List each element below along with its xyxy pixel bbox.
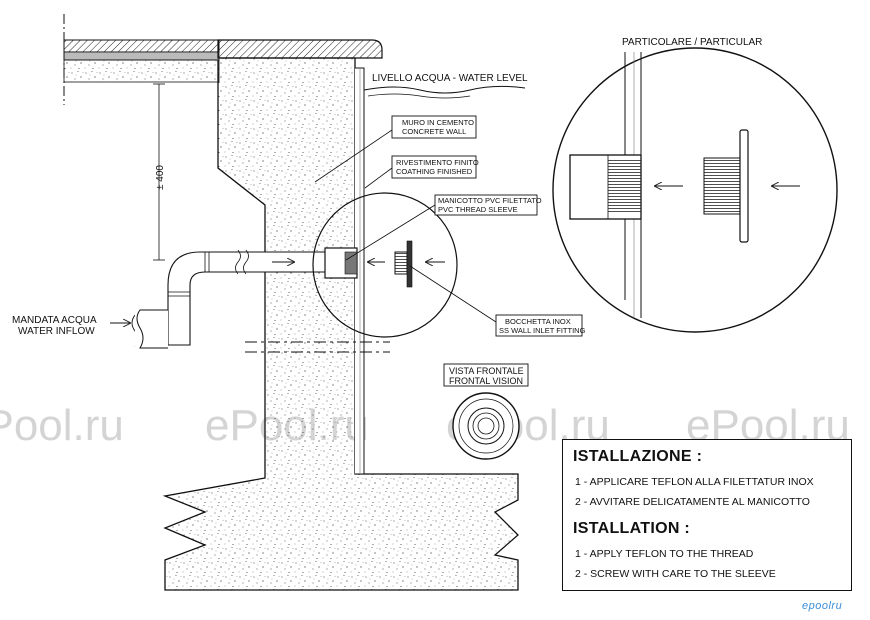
deck-paving (63, 39, 220, 53)
watermark-text: ePool.ru (0, 401, 124, 450)
particular-label: PARTICOLARE / PARTICULAR (622, 37, 762, 48)
concrete-wall-box (391, 115, 477, 139)
concrete-wall-label-en: CONCRETE WALL (402, 127, 466, 136)
frontal-fitting (452, 392, 520, 460)
water-inflow-label-it: MANDATA ACQUA (12, 315, 97, 326)
inlet-fitting-box (495, 314, 583, 337)
sleeve-label-en: PVC THREAD SLEEVE (438, 205, 517, 214)
brand-logo: epoolru (802, 600, 843, 612)
installation-instructions: ISTALLAZIONE : 1 - APPLICARE TEFLON ALLA… (562, 439, 852, 591)
inflow-pipe (167, 251, 330, 346)
coating-label-en: COATHING FINISHED (396, 167, 473, 176)
coating-box (391, 155, 477, 179)
coping-stone (217, 39, 383, 59)
concrete-wall (162, 57, 519, 591)
coating-label-it: RIVESTIMENTO FINITO (396, 158, 479, 167)
sleeve-label-it: MANICOTTO PVC FILETTATO (438, 196, 542, 205)
frontal-vision-label-en: FRONTAL VISION (449, 376, 523, 386)
instructions-step-it-1: 1 - APPLICARE TEFLON ALLA FILETTATUR INO… (575, 476, 814, 488)
instructions-title-en: ISTALLATION : (573, 520, 691, 537)
inlet-fitting-detail (703, 157, 741, 215)
inlet-fitting-label-en: SS WALL INLET FITTING (499, 326, 586, 335)
coating-layer (355, 67, 365, 475)
inlet-fitting-small (394, 251, 408, 275)
instructions-step-it-2: 2 - AVVITARE DELICATAMENTE AL MANICOTTO (575, 496, 810, 508)
water-inflow-label-en: WATER INFLOW (18, 326, 95, 337)
instructions-title-it: ISTALLAZIONE : (573, 448, 703, 465)
dimension-label: ± 400 (155, 165, 166, 190)
inlet-fitting-label-it: BOCCHETTA INOX (505, 317, 571, 326)
water-level-label: LIVELLO ACQUA - WATER LEVEL (372, 73, 528, 84)
frontal-vision-box (443, 363, 529, 387)
instructions-step-en-1: 1 - APPLY TEFLON TO THE THREAD (575, 548, 754, 560)
detail-circle-small (312, 192, 458, 338)
frontal-vision-label-it: VISTA FRONTALE (449, 366, 524, 376)
concrete-wall-label-it: MURO IN CEMENTO (402, 118, 474, 127)
water-level-line (363, 85, 526, 94)
sleeve-box (434, 194, 538, 216)
detail-particular (552, 47, 838, 333)
instructions-step-en-2: 2 - SCREW WITH CARE TO THE SLEEVE (575, 568, 776, 580)
